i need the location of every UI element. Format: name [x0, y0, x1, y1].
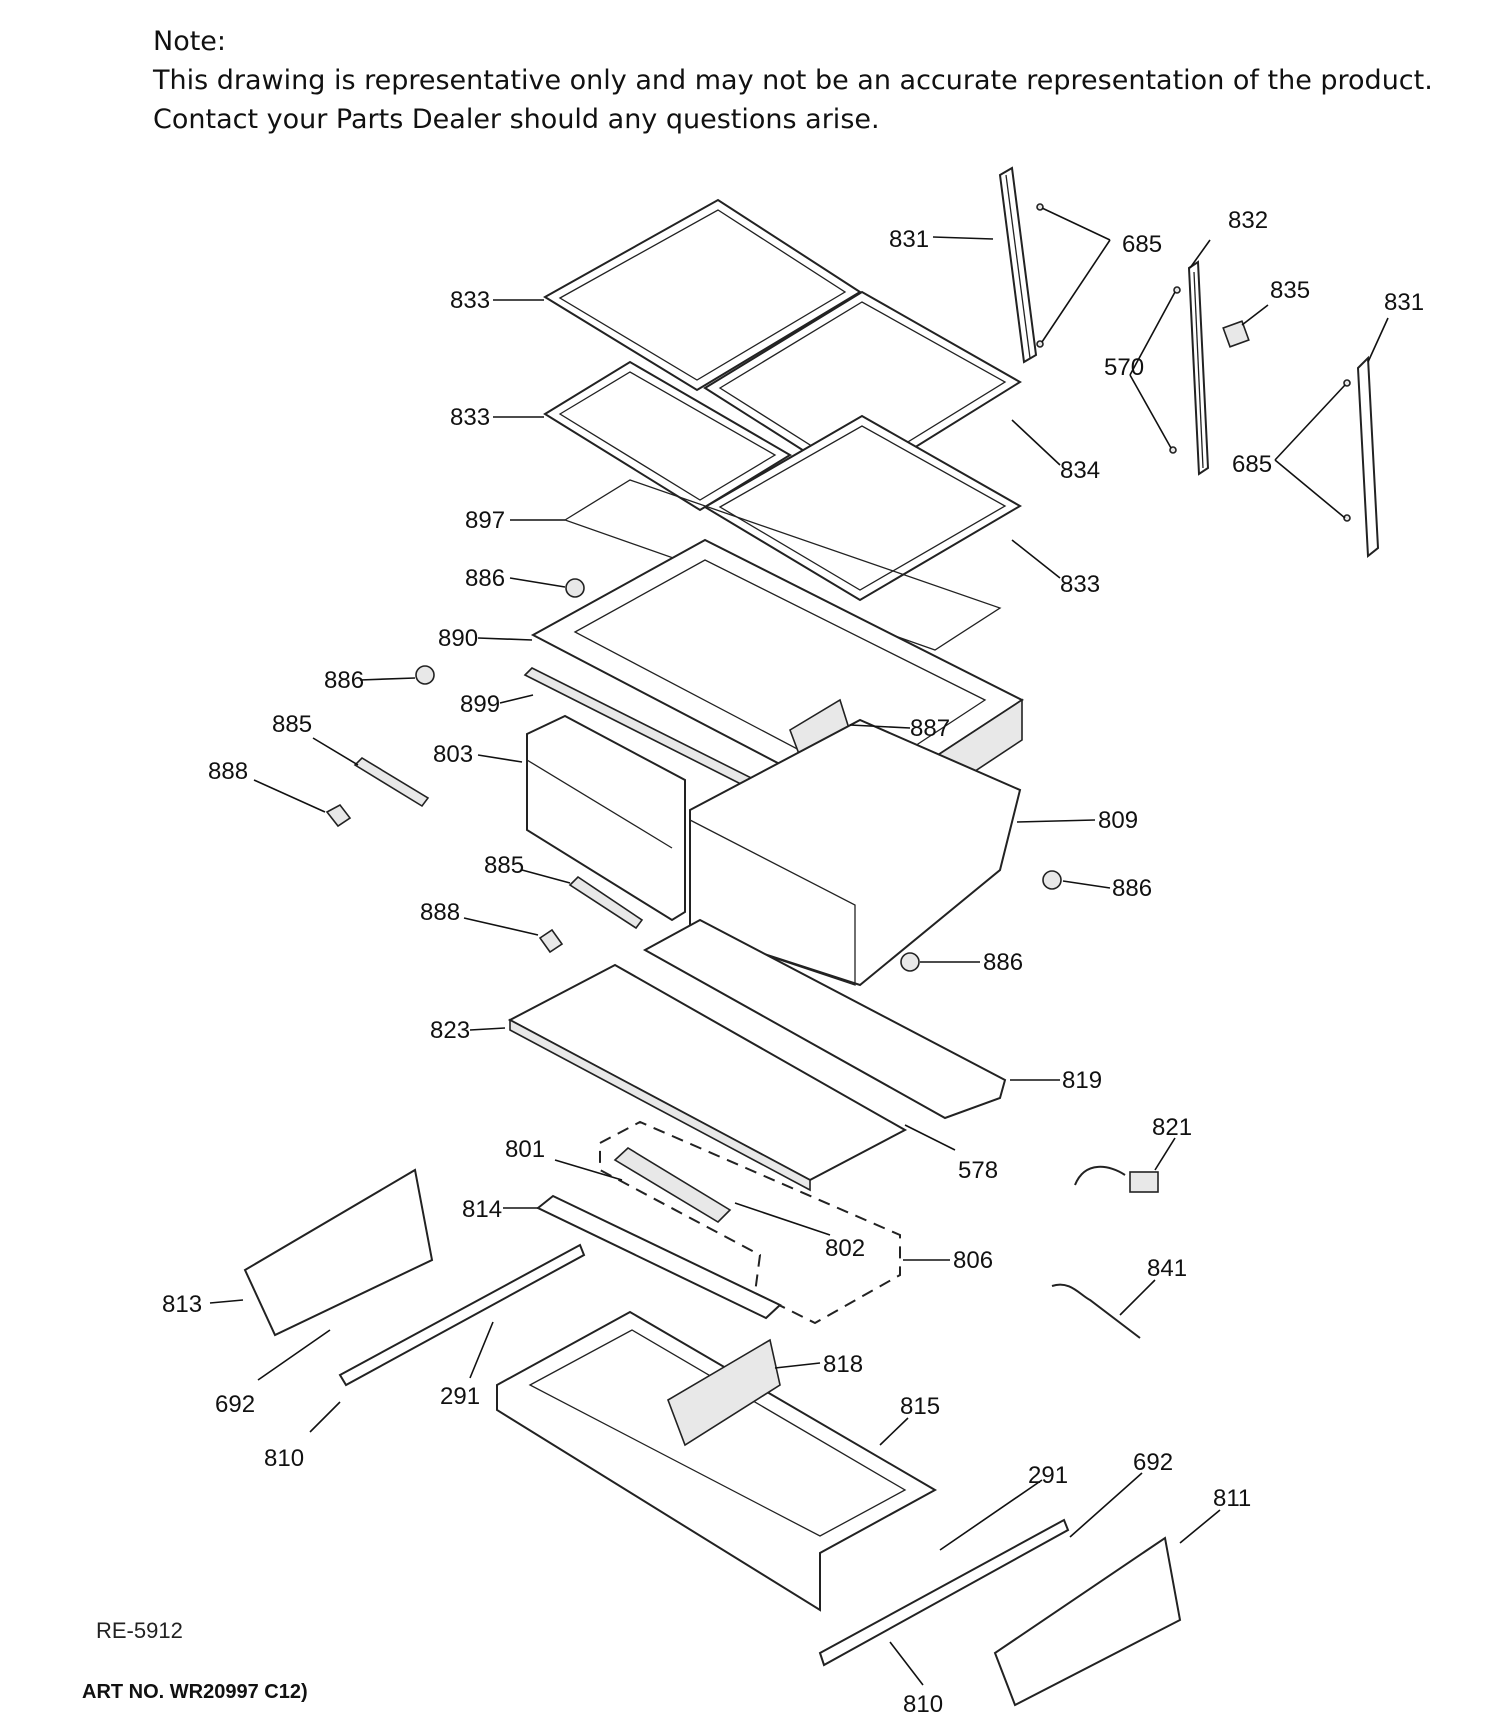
- part-885-lower: [568, 875, 644, 930]
- callout-886: 886: [983, 949, 1023, 976]
- callout-811: 811: [1213, 1485, 1251, 1512]
- callout-806: 806: [953, 1247, 993, 1274]
- callout-809: 809: [1098, 807, 1138, 834]
- callout-833: 833: [1060, 571, 1100, 598]
- part-810-slide-right: [818, 1518, 1070, 1667]
- callout-291: 291: [1028, 1462, 1068, 1489]
- disclaimer-note: Note: This drawing is representative onl…: [153, 22, 1433, 139]
- callout-570: 570: [1104, 354, 1144, 381]
- callout-821: 821: [1152, 1114, 1192, 1141]
- callout-831: 831: [889, 226, 929, 253]
- callout-887: 887: [910, 715, 950, 742]
- callout-890: 890: [438, 625, 478, 652]
- part-813-bracket: [243, 1168, 434, 1337]
- part-821-harness: [1074, 1165, 1159, 1193]
- callout-835: 835: [1270, 277, 1310, 304]
- part-818-divider: [667, 1338, 781, 1447]
- callout-819: 819: [1062, 1067, 1102, 1094]
- diagram-id: RE-5912: [96, 1618, 183, 1643]
- callout-823: 823: [430, 1017, 470, 1044]
- part-885-upper: [353, 756, 430, 808]
- part-819-cover-rear: [642, 918, 1007, 1120]
- part-831-rail-top: [998, 166, 1038, 364]
- callout-899: 899: [460, 691, 500, 718]
- part-833-shelf-lower-right: [703, 414, 1022, 602]
- part-811-bracket: [993, 1536, 1182, 1707]
- callout-692: 692: [215, 1391, 255, 1418]
- callout-886: 886: [1112, 875, 1152, 902]
- callout-578: 578: [958, 1157, 998, 1184]
- callout-801: 801: [505, 1136, 545, 1163]
- callout-802: 802: [825, 1235, 865, 1262]
- callout-888: 888: [208, 758, 248, 785]
- callout-832: 832: [1228, 207, 1268, 234]
- callout-291: 291: [440, 1383, 480, 1410]
- callout-833: 833: [450, 287, 490, 314]
- part-841-tube: [1051, 1283, 1141, 1339]
- callout-818: 818: [823, 1351, 863, 1378]
- part-801-802-module: [613, 1147, 732, 1224]
- part-888-lower: [538, 928, 564, 954]
- callout-897: 897: [465, 507, 505, 534]
- callout-833: 833: [450, 404, 490, 431]
- note-heading: Note:: [153, 26, 227, 57]
- part-803-crisper: [526, 714, 686, 922]
- callout-685: 685: [1122, 231, 1162, 258]
- callout-886: 886: [324, 667, 364, 694]
- note-line-2: Contact your Parts Dealer should any que…: [153, 104, 880, 135]
- callout-810: 810: [264, 1445, 304, 1472]
- callout-831: 831: [1384, 289, 1424, 316]
- callout-685: 685: [1232, 451, 1272, 478]
- callout-834: 834: [1060, 457, 1100, 484]
- callout-810: 810: [903, 1691, 943, 1718]
- part-814-bracket: [536, 1194, 782, 1320]
- callout-841: 841: [1147, 1255, 1187, 1282]
- part-823-cover: [507, 963, 908, 1192]
- callout-886: 886: [465, 565, 505, 592]
- callout-813: 813: [162, 1291, 202, 1318]
- art-number: ART NO. WR20997 C12): [82, 1681, 308, 1703]
- part-832-bracket: [1187, 260, 1210, 476]
- part-833-shelf-lower-left: [543, 360, 792, 512]
- note-line-1: This drawing is representative only and …: [153, 65, 1433, 96]
- part-886-rollers: [415, 578, 1062, 972]
- part-833-shelf-upper-left: [543, 198, 862, 392]
- callout-814: 814: [462, 1196, 502, 1223]
- callout-labels: 831 685 832 835 831 833 570 833 834 685 …: [162, 207, 1424, 1718]
- callout-815: 815: [900, 1393, 940, 1420]
- leader-lines: [209, 207, 1389, 1686]
- callout-803: 803: [433, 741, 473, 768]
- part-806-dashed-assembly: [599, 1120, 901, 1325]
- part-888-upper: [325, 803, 352, 828]
- callout-692: 692: [1133, 1449, 1173, 1476]
- callout-888: 888: [420, 899, 460, 926]
- callout-885: 885: [272, 711, 312, 738]
- part-831-rail-right: [1356, 355, 1380, 558]
- callout-885: 885: [484, 852, 524, 879]
- screws-685-570: [1036, 203, 1351, 522]
- part-810-slide-left: [338, 1243, 586, 1387]
- part-815-drawer: [496, 1310, 938, 1612]
- part-835-clip: [1222, 320, 1250, 348]
